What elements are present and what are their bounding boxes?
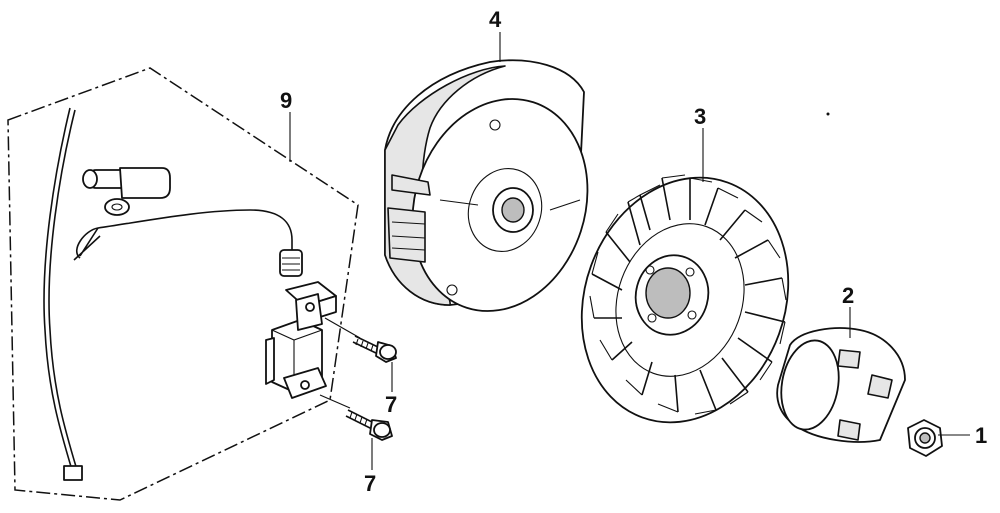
ground-terminal bbox=[63, 465, 83, 481]
callout-4: 4 bbox=[489, 7, 502, 32]
high-tension-lead bbox=[75, 209, 293, 259]
callout-3: 3 bbox=[694, 104, 706, 129]
spark-plug-cap bbox=[82, 167, 171, 216]
callout-9: 9 bbox=[280, 88, 292, 113]
bolt-lower bbox=[345, 409, 393, 441]
callout-2: 2 bbox=[842, 283, 854, 308]
cooling-fan bbox=[580, 174, 790, 424]
bolt-upper bbox=[352, 335, 397, 363]
callout-1: 1 bbox=[975, 423, 987, 448]
coil-assembly-boundary bbox=[7, 67, 359, 501]
flange-nut bbox=[907, 419, 943, 457]
stray-dot bbox=[826, 112, 830, 116]
ground-wire bbox=[43, 107, 73, 471]
flywheel bbox=[384, 59, 589, 312]
callout-7-upper: 7 bbox=[385, 392, 397, 417]
ignition-coil-assembly bbox=[43, 107, 361, 481]
starter-cup bbox=[776, 327, 906, 443]
ignition-coil bbox=[265, 281, 337, 399]
callout-7-lower: 7 bbox=[364, 471, 376, 496]
